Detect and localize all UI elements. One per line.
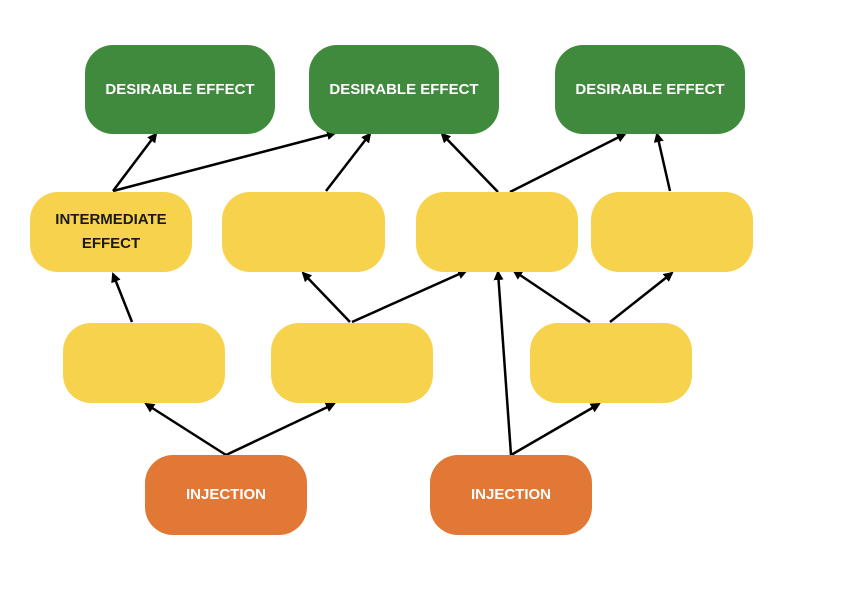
middle-effect-node-2 xyxy=(271,323,433,403)
arrow-intermediate1-to-desirable1 xyxy=(112,132,158,192)
node-label: INTERMEDIATE EFFECT xyxy=(55,211,167,252)
node-label: INJECTION xyxy=(470,486,551,503)
arrow-injection1-to-middle2 xyxy=(225,402,336,457)
intermediate-effect-node-4 xyxy=(591,192,753,272)
injection-node-1: INJECTION xyxy=(145,455,307,535)
arrow-injection2-to-middle3 xyxy=(510,402,601,457)
arrow-injection2-to-intermediate3 xyxy=(493,270,513,456)
arrow-middle3-to-intermediate4 xyxy=(609,271,674,323)
arrow-intermediate4-to-desirable3 xyxy=(653,132,672,192)
arrow-middle2-to-intermediate2 xyxy=(301,271,351,323)
arrow-intermediate2-to-desirable2 xyxy=(325,132,372,192)
intermediate-effect-node-3 xyxy=(416,192,578,272)
arrow-intermediate3-to-desirable3 xyxy=(509,132,627,194)
arrow-middle1-to-intermediate1 xyxy=(111,272,134,323)
arrow-injection1-to-middle1 xyxy=(144,402,227,457)
arrow-intermediate3-to-desirable2 xyxy=(440,132,499,193)
node-label: DESIRABLE EFFECT xyxy=(105,80,255,98)
intermediate-effect-node-1: INTERMEDIATE EFFECT xyxy=(30,192,192,272)
intermediate-effect-node-2 xyxy=(222,192,385,272)
desirable-effect-node-2: DESIRABLE EFFECT xyxy=(309,45,499,134)
middle-effect-node-3 xyxy=(530,323,692,403)
node-label: INJECTION xyxy=(185,486,266,503)
desirable-effect-node-1: DESIRABLE EFFECT xyxy=(85,45,275,134)
arrow-middle2-to-intermediate3 xyxy=(351,269,468,324)
node-label: DESIRABLE EFFECT xyxy=(329,80,479,98)
middle-effect-node-1 xyxy=(63,323,225,403)
node-label: DESIRABLE EFFECT xyxy=(575,80,725,98)
arrow-intermediate1-to-desirable2 xyxy=(112,130,337,193)
arrow-middle3-to-intermediate3 xyxy=(512,269,591,324)
desirable-effect-node-3: DESIRABLE EFFECT xyxy=(555,45,745,134)
injection-node-2: INJECTION xyxy=(430,455,592,535)
